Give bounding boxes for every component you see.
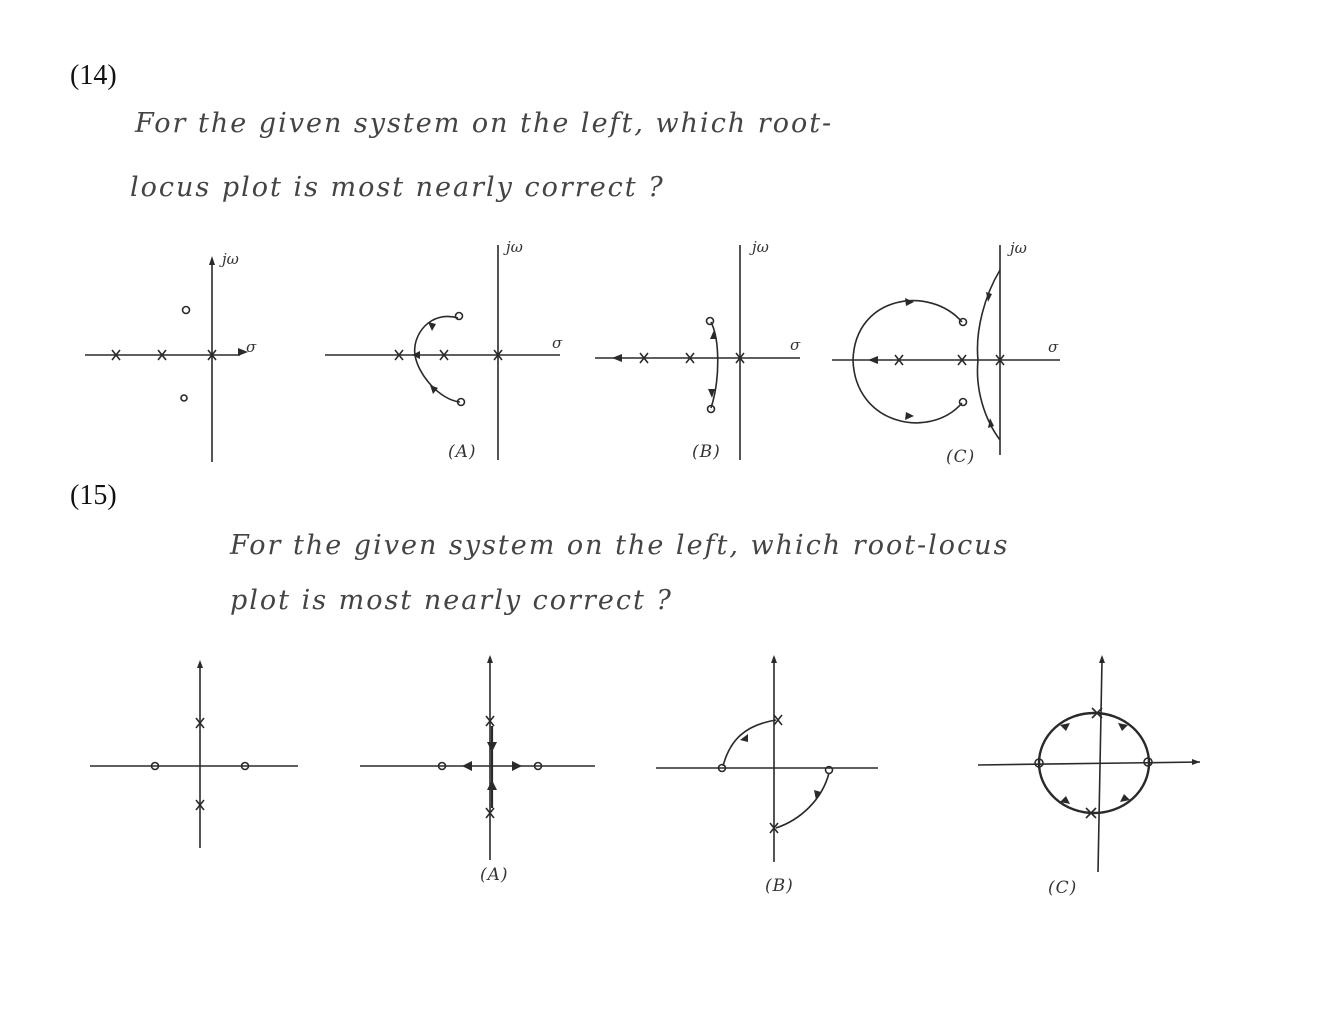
q14-option-b-label: (B)	[692, 442, 721, 462]
question-15-text-line2: plot is most nearly correct ?	[230, 585, 673, 616]
q15-option-a-plot	[360, 655, 595, 860]
svg-text:σ: σ	[552, 334, 563, 352]
zero-lower	[180, 394, 188, 402]
question-14-number: (14)	[70, 60, 117, 91]
q14-option-a-plot: jω σ	[325, 238, 563, 460]
q14-given-sigma-label: σ	[246, 338, 257, 356]
q14-option-c-plot: jω σ	[832, 239, 1060, 455]
q15-option-c-label: (C)	[1048, 878, 1078, 898]
q15-option-b-plot	[656, 655, 878, 862]
q15-option-b-label: (B)	[765, 876, 794, 896]
q14-option-b-plot: jω σ	[595, 238, 801, 460]
zero-upper	[181, 305, 191, 315]
q15-given-system-plot	[90, 660, 298, 848]
q14-option-a-label: (A)	[448, 442, 477, 462]
q15-option-a-label: (A)	[480, 865, 509, 885]
question-15-text-line1: For the given system on the left, which …	[230, 530, 1010, 561]
q14-option-c-label: (C)	[946, 447, 976, 467]
q15-option-c-plot	[977, 655, 1201, 873]
svg-text:σ: σ	[790, 336, 801, 354]
svg-text:jω: jω	[503, 238, 523, 256]
pole-markers	[111, 349, 217, 361]
q14-given-system-plot: jω σ	[85, 250, 257, 462]
svg-text:σ: σ	[1048, 338, 1059, 356]
question-15-number: (15)	[70, 480, 117, 511]
q14-given-jw-label: jω	[219, 250, 239, 268]
svg-text:jω: jω	[1007, 239, 1027, 257]
svg-text:jω: jω	[749, 238, 769, 256]
question-14-text-line1: For the given system on the left, which …	[135, 108, 834, 139]
question-14-text-line2: locus plot is most nearly correct ?	[130, 172, 665, 203]
